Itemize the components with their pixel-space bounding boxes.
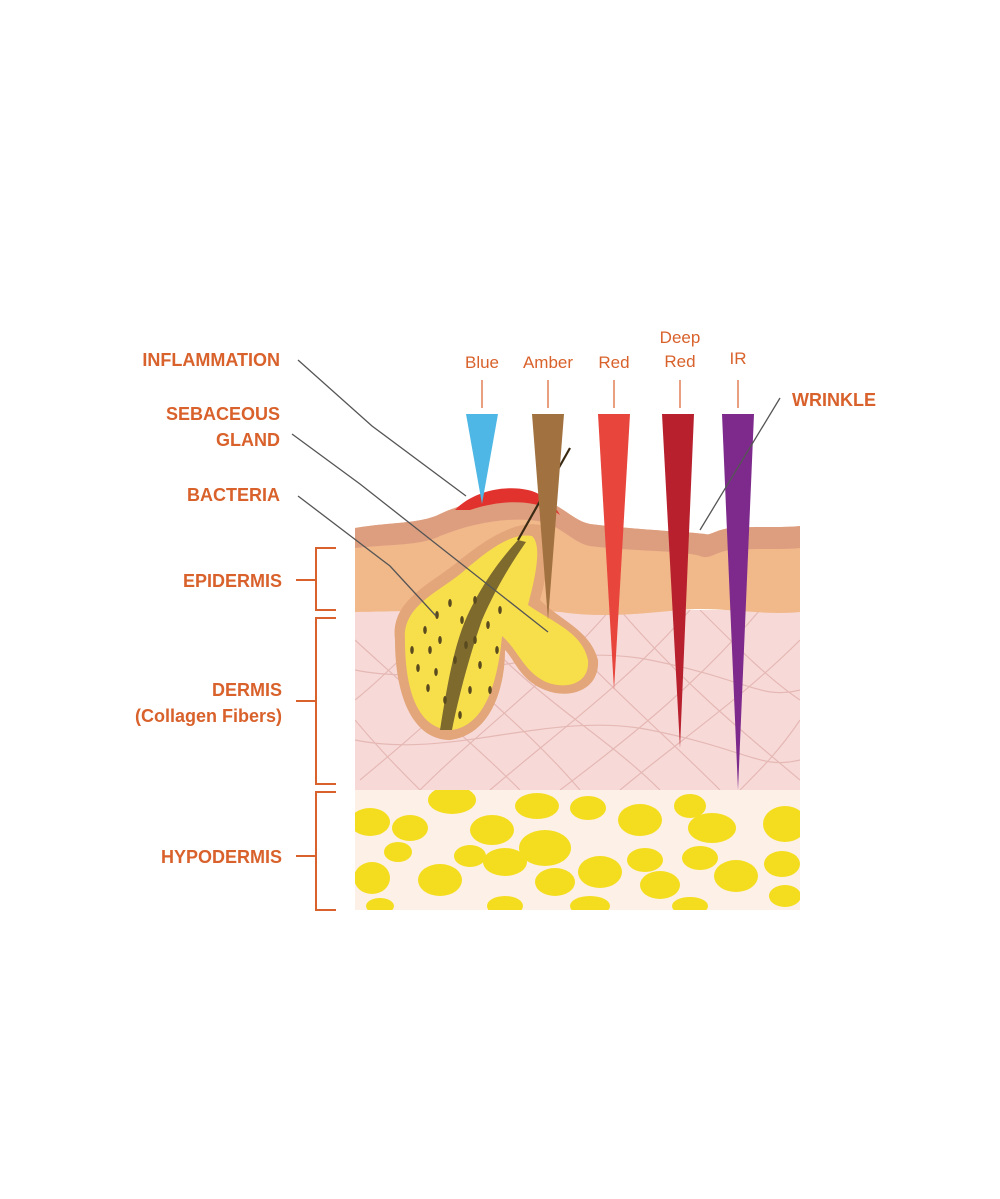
light-beams [466,380,754,790]
bacteria-label: BACTERIA [187,485,280,505]
deep-red-beam [662,414,694,748]
amber-wavelength-label: Amber [523,353,573,372]
wrinkle-label: WRINKLE [792,390,876,410]
layer-brackets [296,547,336,911]
sebaceous-label-line1: SEBACEOUS [166,404,280,424]
fat-cells [355,790,800,910]
skin-surface-band [355,497,800,558]
pointer-lines [291,359,781,633]
deep-red-wavelength-label-line2: Red [664,352,695,371]
amber-beam [532,414,564,620]
sebaceous-label-line2: GLAND [216,430,280,450]
epidermis-label: EPIDERMIS [183,571,282,591]
red-beam [598,414,630,690]
blue-wavelength-label: Blue [465,353,499,372]
hypodermis-layer [355,790,800,910]
dermis-label-line2: (Collagen Fibers) [135,706,282,726]
red-wavelength-label: Red [598,353,629,372]
dermis-label-line1: DERMIS [212,680,282,700]
blue-beam [466,414,498,504]
hypodermis-label: HYPODERMIS [161,847,282,867]
bacteria-dots [410,596,502,719]
sebaceous-gland [394,447,599,740]
ir-beam [722,414,754,790]
inflammation-label: INFLAMMATION [142,350,280,370]
deep-red-wavelength-label-line1: Deep [660,328,701,347]
ir-wavelength-label: IR [730,349,747,368]
